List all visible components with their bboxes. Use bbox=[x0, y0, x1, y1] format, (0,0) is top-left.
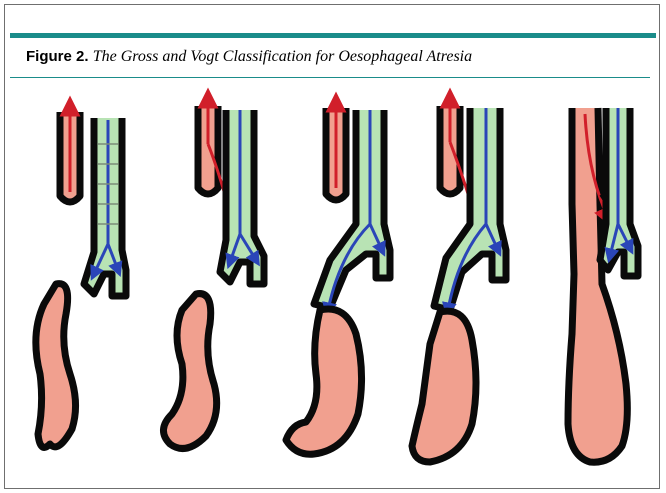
stomach bbox=[286, 309, 362, 454]
panel-b bbox=[163, 98, 264, 449]
figure-label: Figure 2. bbox=[26, 48, 89, 65]
panel-a bbox=[36, 106, 126, 447]
stomach bbox=[36, 284, 76, 448]
panel-d bbox=[412, 98, 506, 462]
stomach bbox=[412, 311, 476, 462]
panel-e bbox=[568, 108, 638, 462]
caption-divider bbox=[10, 77, 650, 78]
figure-caption-text: The Gross and Vogt Classification for Oe… bbox=[93, 48, 472, 65]
top-accent-rule bbox=[10, 33, 656, 38]
figure-caption: Figure 2. The Gross and Vogt Classificat… bbox=[26, 48, 646, 66]
atresia-illustration bbox=[10, 84, 656, 486]
stomach bbox=[163, 294, 216, 449]
trachea bbox=[220, 110, 264, 284]
panel-c bbox=[286, 102, 390, 454]
